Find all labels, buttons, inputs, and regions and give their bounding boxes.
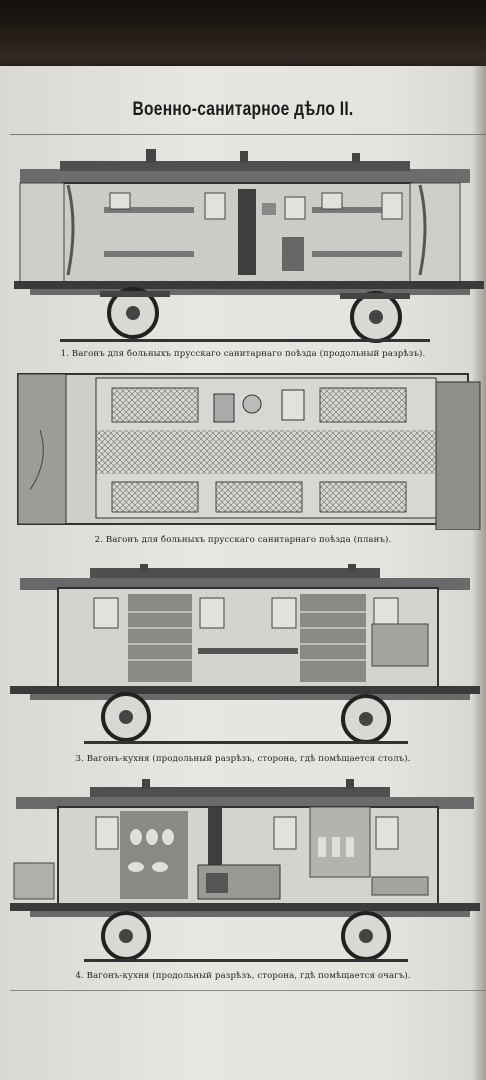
figure-3-illustration <box>10 564 480 744</box>
page-title: Военно-санитарное дѣло II. <box>132 99 354 120</box>
figure-2-caption: 2. Вагонъ для больныхъ прусскаго санитар… <box>94 535 392 545</box>
figure-4-caption: 4. Вагонъ-кухня (продольный разрѣзъ, сто… <box>75 971 411 981</box>
figure-4-illustration <box>10 779 480 962</box>
figure-1-illustration <box>14 149 484 343</box>
figure-3-caption: 3. Вагонъ-кухня (продольный разрѣзъ, сто… <box>75 754 411 764</box>
figure-1-caption: 1. Вагонъ для больныхъ прусскаго санитар… <box>60 349 426 359</box>
page-edge-shadow <box>472 66 486 1080</box>
footer-rule <box>10 990 486 991</box>
title-rule <box>10 134 486 135</box>
background-surface <box>0 0 486 70</box>
figure-2-illustration <box>17 373 481 530</box>
